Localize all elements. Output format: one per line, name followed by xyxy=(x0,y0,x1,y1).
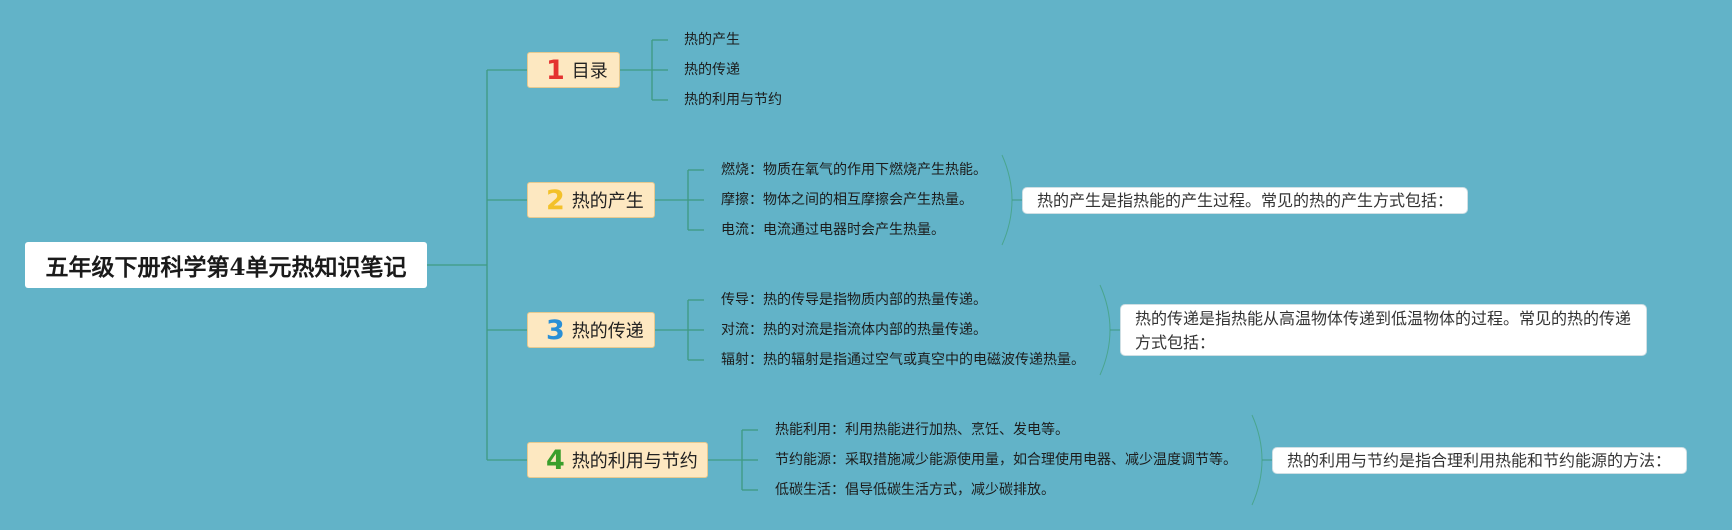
summary-box[interactable]: 热的产生是指热能的产生过程。常见的热的产生方式包括： xyxy=(1022,187,1468,214)
summary-text: 热的传递是指热能从高温物体传递到低温物体的过程。常见的热的传递方式包括： xyxy=(1135,309,1632,352)
leaf-node[interactable]: 摩擦：物体之间的相互摩擦会产生热量。 xyxy=(721,192,973,208)
leaf-node[interactable]: 热的产生 xyxy=(684,32,740,48)
leaf-node[interactable]: 热的利用与节约 xyxy=(684,92,782,108)
leaf-node[interactable]: 低碳生活：倡导低碳生活方式，减少碳排放。 xyxy=(775,482,1055,498)
leaf-node[interactable]: 辐射：热的辐射是指通过空气或真空中的电磁波传递热量。 xyxy=(721,352,1085,368)
summary-text: 热的产生是指热能的产生过程。常见的热的产生方式包括： xyxy=(1037,190,1454,210)
root-node[interactable]: 五年级下册科学第4单元热知识笔记 xyxy=(25,242,427,288)
leaf-node[interactable]: 燃烧：物质在氧气的作用下燃烧产生热能。 xyxy=(721,162,987,178)
number-1-icon: 1 xyxy=(546,54,565,86)
branch-node-heat-transfer[interactable]: 3 热的传递 xyxy=(527,312,655,348)
summary-text: 热的利用与节约是指合理利用热能和节约能源的方法： xyxy=(1287,450,1672,470)
number-4-icon: 4 xyxy=(546,444,565,476)
leaf-node[interactable]: 传导：热的传导是指物质内部的热量传递。 xyxy=(721,292,987,308)
number-2-icon: 2 xyxy=(546,184,565,216)
leaf-node[interactable]: 对流：热的对流是指流体内部的热量传递。 xyxy=(721,322,987,338)
branch-node-heat-generation[interactable]: 2 热的产生 xyxy=(527,182,655,218)
branch-node-toc[interactable]: 1 目录 xyxy=(527,52,620,88)
summary-box[interactable]: 热的传递是指热能从高温物体传递到低温物体的过程。常见的热的传递方式包括： xyxy=(1120,304,1647,356)
number-3-icon: 3 xyxy=(546,314,565,346)
summary-box[interactable]: 热的利用与节约是指合理利用热能和节约能源的方法： xyxy=(1272,447,1687,474)
leaf-node[interactable]: 热的传递 xyxy=(684,62,740,78)
root-title: 五年级下册科学第4单元热知识笔记 xyxy=(45,254,407,281)
branch-node-heat-use[interactable]: 4 热的利用与节约 xyxy=(527,442,708,478)
leaf-node[interactable]: 节约能源：采取措施减少能源使用量，如合理使用电器、减少温度调节等。 xyxy=(775,452,1237,468)
branch-title: 热的传递 xyxy=(571,321,644,342)
branch-title: 热的产生 xyxy=(571,191,644,212)
leaf-node[interactable]: 热能利用：利用热能进行加热、烹饪、发电等。 xyxy=(775,422,1069,438)
branch-title: 目录 xyxy=(571,61,608,82)
branch-title: 热的利用与节约 xyxy=(571,451,698,472)
leaf-node[interactable]: 电流：电流通过电器时会产生热量。 xyxy=(721,222,945,238)
